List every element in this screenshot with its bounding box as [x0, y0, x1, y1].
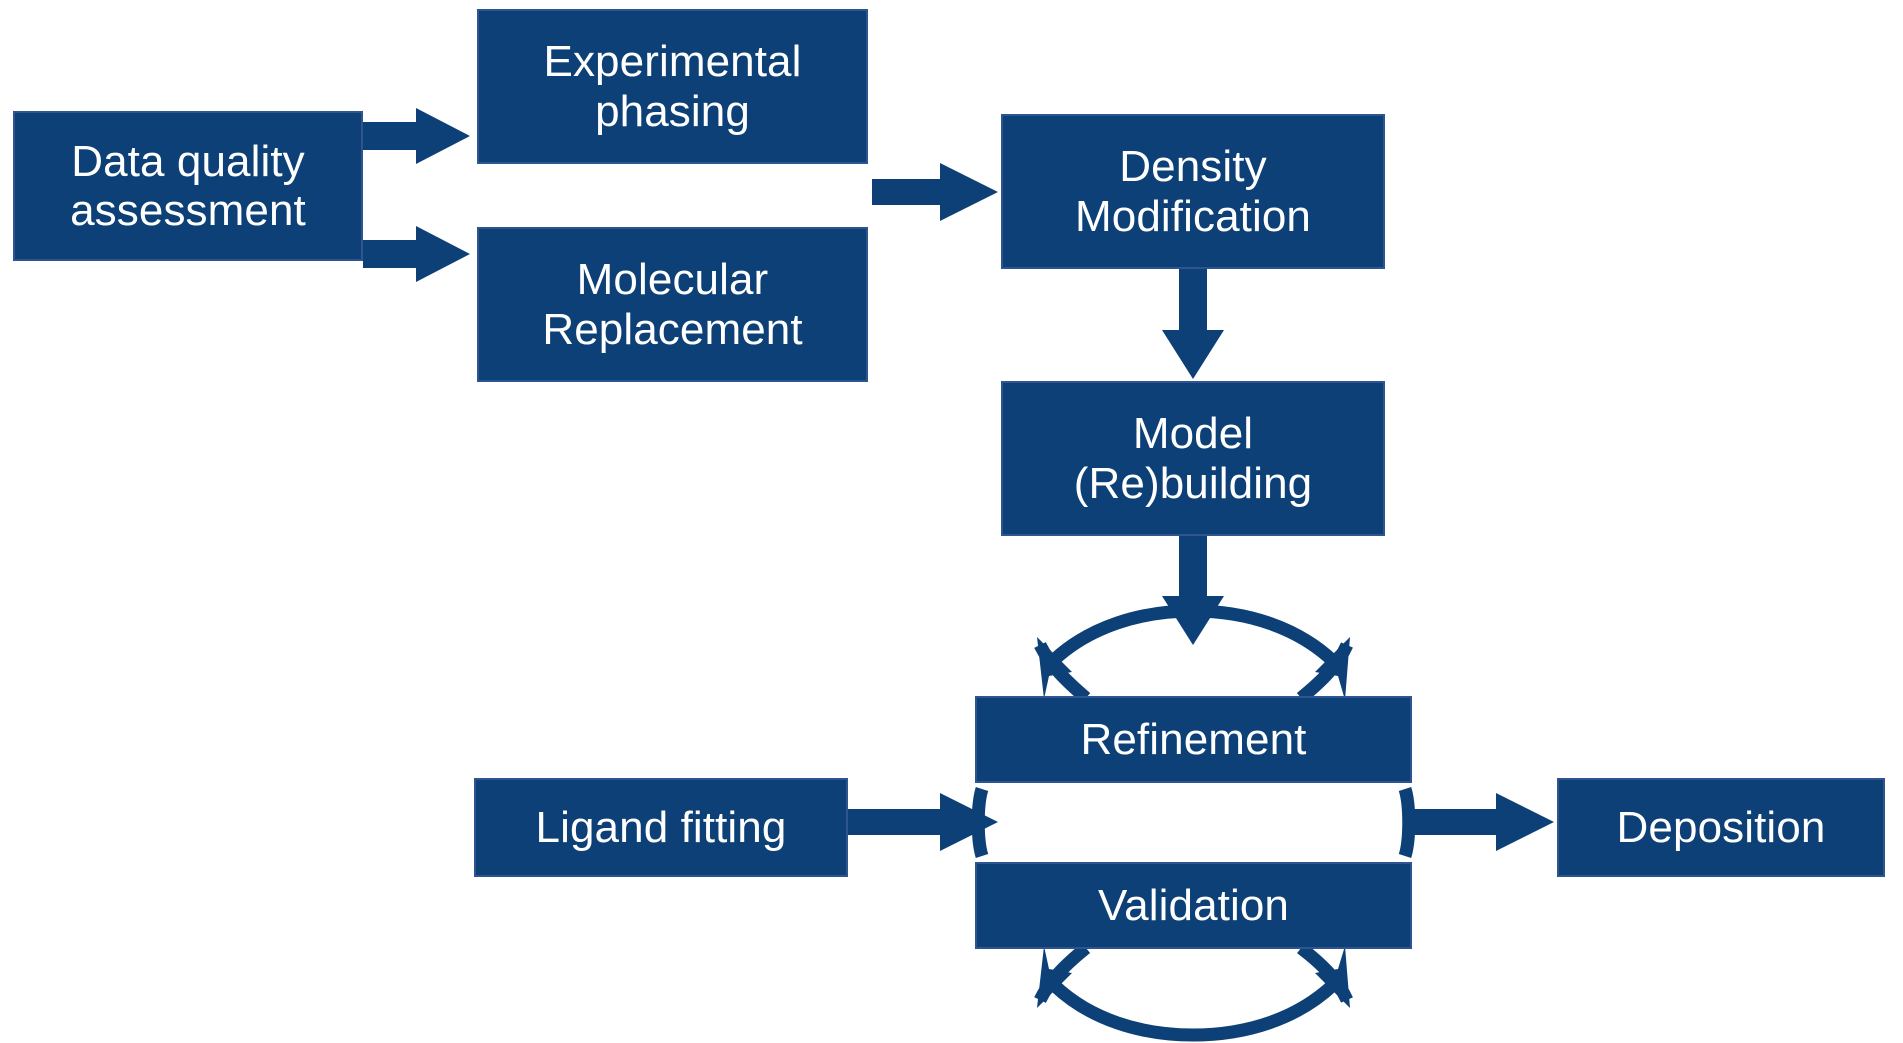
arrow-dqa-to-experimental-phasing: [363, 108, 470, 164]
node-density-modification[interactable]: Density Modification: [1001, 114, 1385, 269]
arrow-dqa-to-molecular-replacement: [363, 226, 470, 282]
node-ligand-fitting[interactable]: Ligand fitting: [474, 778, 848, 877]
node-refinement[interactable]: Refinement: [975, 696, 1412, 783]
node-deposition[interactable]: Deposition: [1557, 778, 1885, 877]
arrow-molecular-replacement-to-density-modification: [872, 163, 998, 221]
node-validation[interactable]: Validation: [975, 862, 1412, 949]
node-model-rebuilding[interactable]: Model (Re)building: [1001, 381, 1385, 536]
arrow-model-rebuilding-to-refinement: [1162, 536, 1224, 645]
cycle-arrow-refinement-validation: [971, 604, 1416, 1042]
node-data-quality-assessment[interactable]: Data quality assessment: [13, 111, 363, 261]
node-molecular-replacement[interactable]: Molecular Replacement: [477, 227, 868, 382]
arrow-refinement-to-deposition: [1404, 793, 1554, 851]
arrow-ligand-fitting-to-refinement: [848, 793, 998, 851]
arrow-density-modification-to-model-rebuilding: [1162, 269, 1224, 379]
node-experimental-phasing[interactable]: Experimental phasing: [477, 9, 868, 164]
